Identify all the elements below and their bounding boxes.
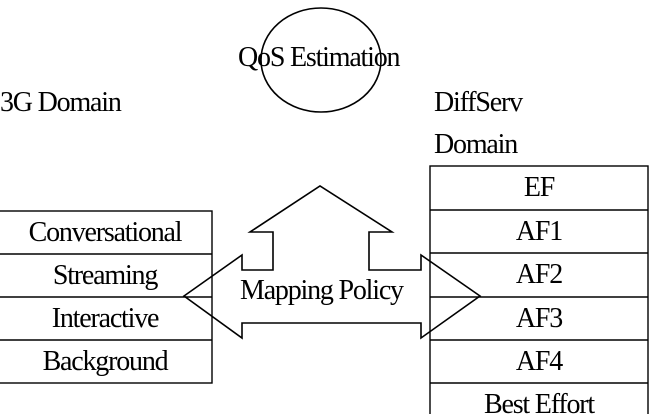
umts-class-conversational: Conversational [28, 217, 183, 248]
diffserv-class-ef: EF [523, 172, 555, 203]
diffserv-class-af2: AF2 [515, 259, 563, 290]
diffserv-class-best-effort: Best Effort [484, 389, 595, 414]
umts-class-streaming: Streaming [52, 260, 158, 291]
umts-class-table [0, 210, 213, 384]
umts-class-interactive: Interactive [51, 303, 160, 334]
diffserv-domain-label-line1: DiffServ [434, 87, 523, 118]
diffserv-class-af1: AF1 [515, 216, 563, 247]
umts-class-background: Background [42, 346, 169, 377]
qos-estimation-ellipse [260, 7, 382, 113]
mapping-arrow-shape [182, 185, 482, 340]
diffserv-domain-label-line2: Domain [434, 129, 518, 160]
3g-domain-label: 3G Domain [0, 87, 122, 118]
qos-estimation-label: QoS Estimation [238, 42, 401, 73]
diffserv-class-af4: AF4 [515, 346, 563, 377]
mapping-policy-label: Mapping Policy [240, 275, 404, 306]
diffserv-class-af3: AF3 [515, 303, 563, 334]
diffserv-class-table [429, 165, 649, 414]
